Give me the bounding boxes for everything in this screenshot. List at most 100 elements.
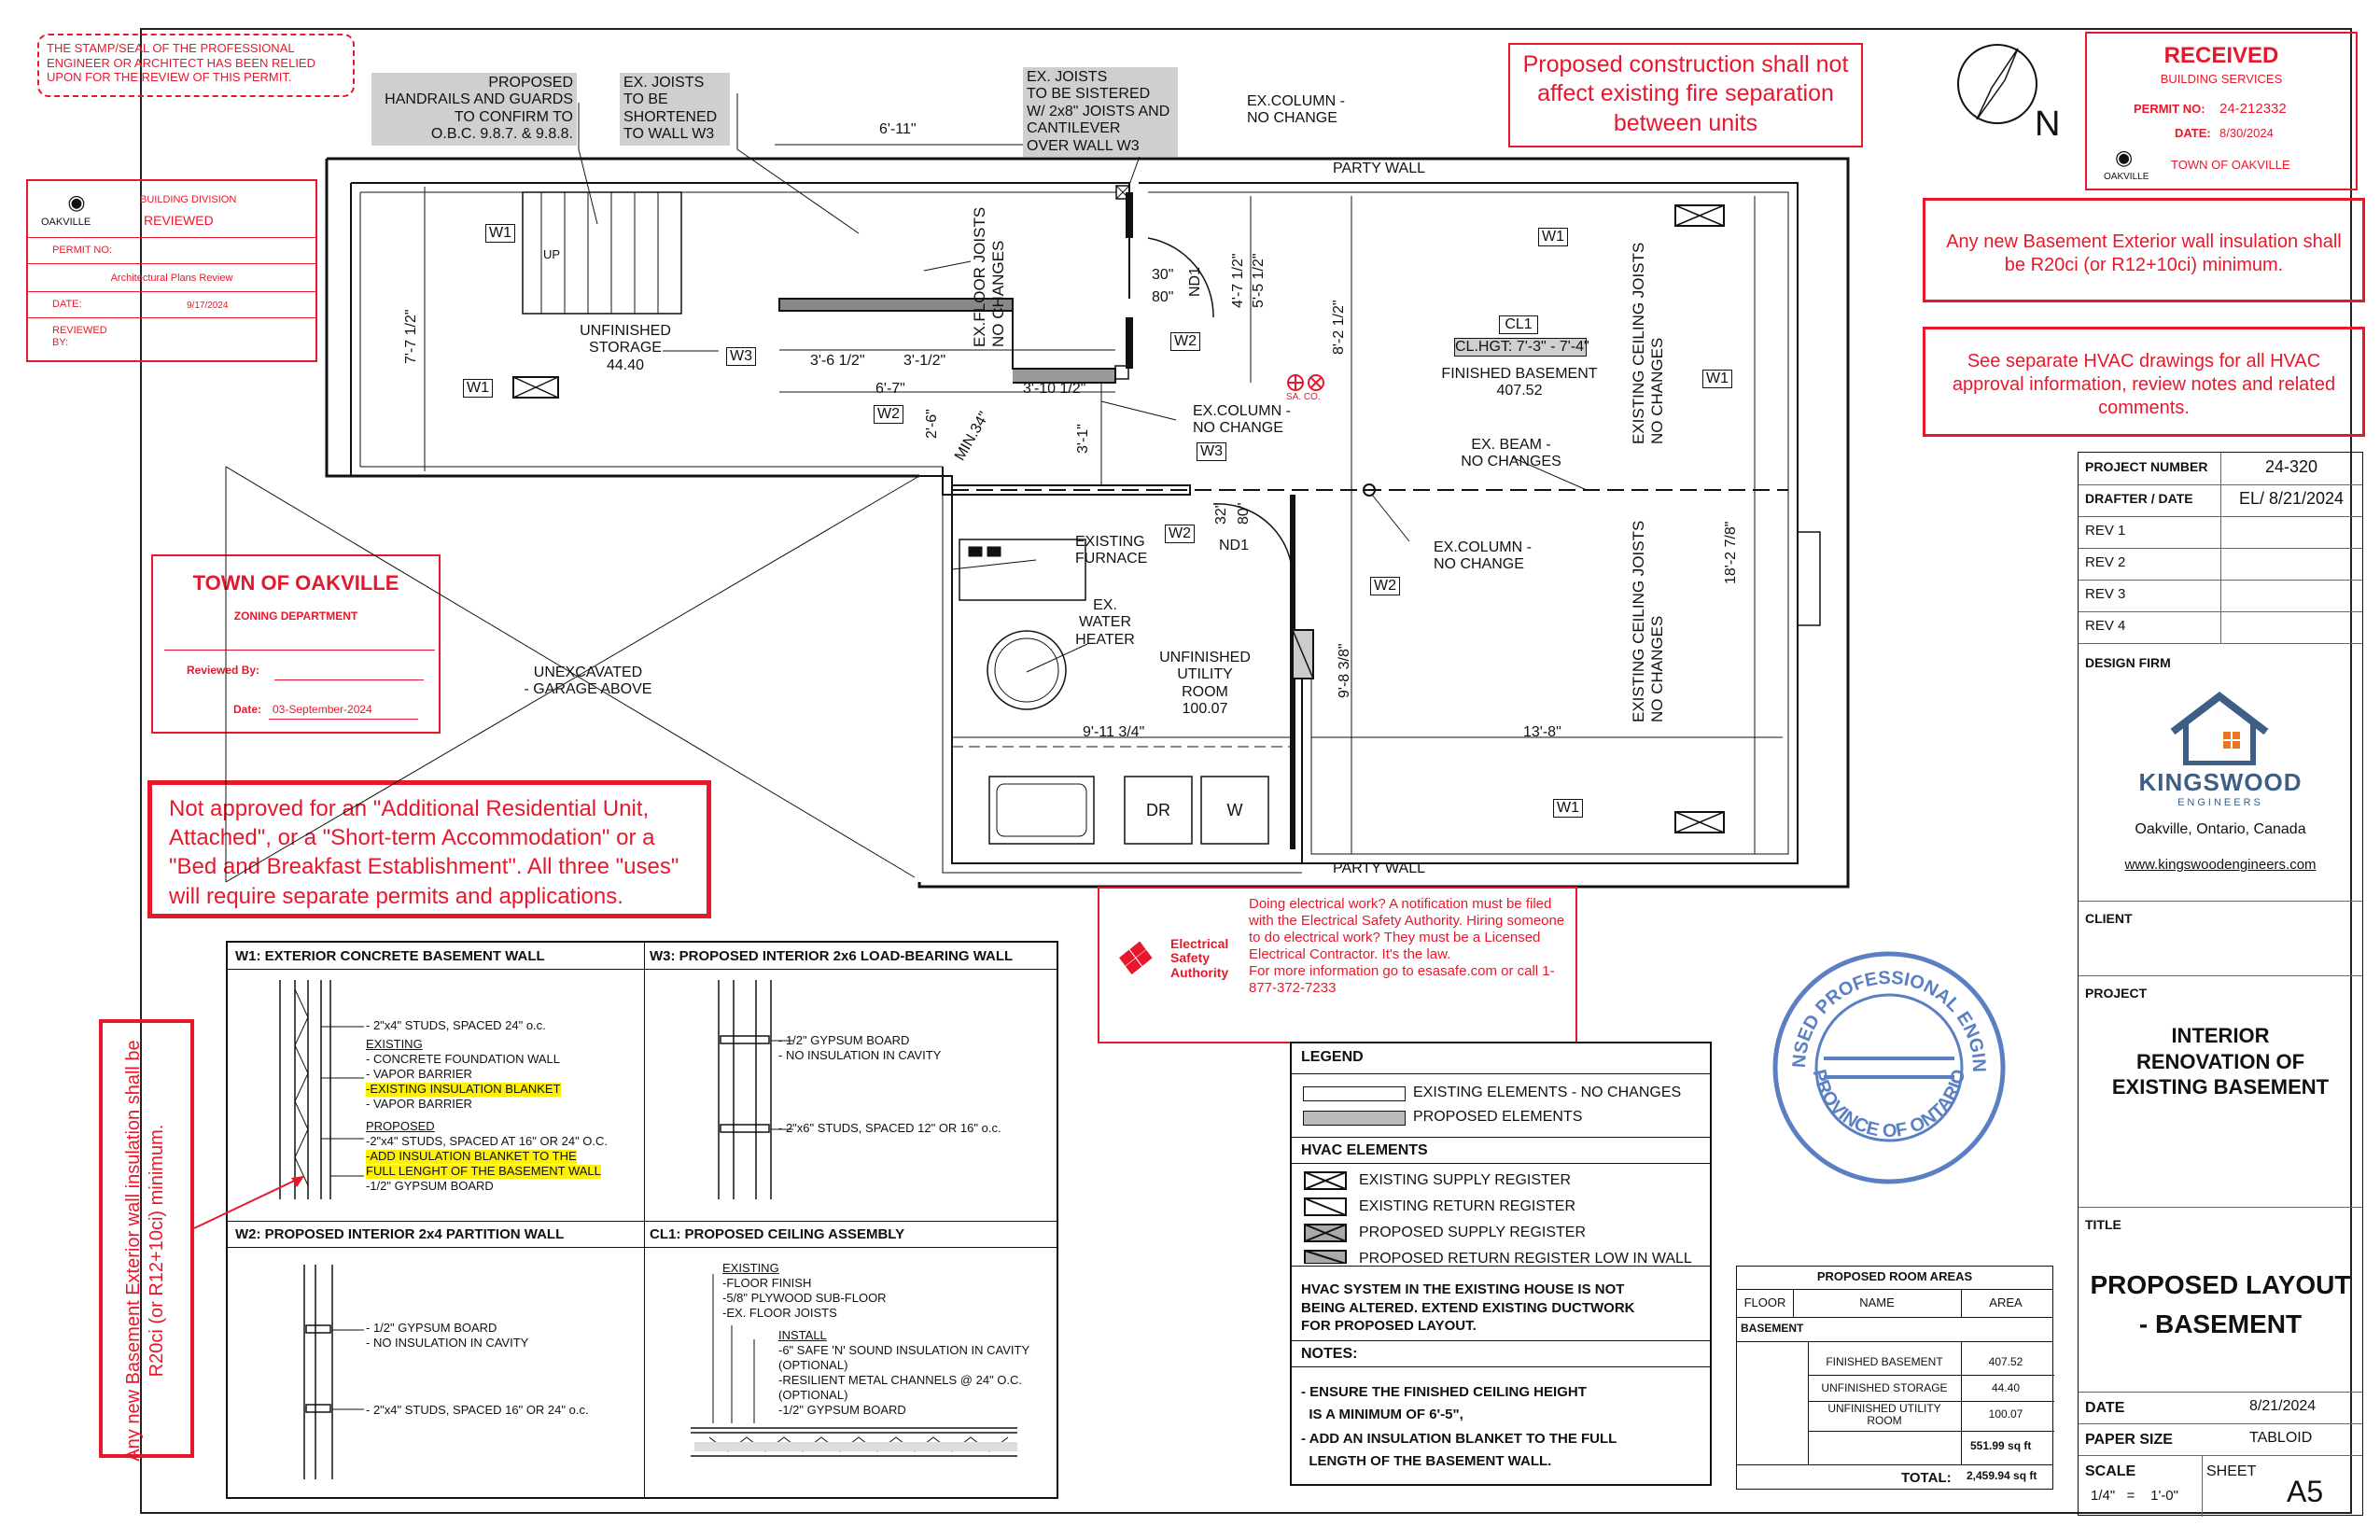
division-date-label: DATE: bbox=[52, 299, 82, 310]
zoning-stamp: TOWN OF OAKVILLE ZONING DEPARTMENT Revie… bbox=[151, 554, 441, 734]
zoning-date: 03-September-2024 bbox=[273, 703, 372, 716]
nd1-bottom: ND1 bbox=[1219, 538, 1250, 553]
dim-9-11: 9'-11 3/4" bbox=[1083, 724, 1145, 740]
received-logo-text: OAKVILLE bbox=[2104, 172, 2149, 182]
water-heater-label: EX. WATER HEATER bbox=[1075, 597, 1135, 648]
north-label: N bbox=[2035, 105, 2061, 144]
svg-text:LICENSED PROFESSIONAL ENGINEER: LICENSED PROFESSIONAL ENGINEER bbox=[1770, 948, 1989, 1072]
legend: LEGEND EXISTING ELEMENTS - NO CHANGES PR… bbox=[1290, 1042, 1712, 1486]
hvac-note: HVAC SYSTEM IN THE EXISTING HOUSE IS NOT… bbox=[1301, 1281, 1635, 1334]
kingswood-logo-icon bbox=[2170, 691, 2269, 765]
w3-title: W3: PROPOSED INTERIOR 2x6 LOAD-BEARING W… bbox=[650, 948, 1014, 964]
permit-label: PERMIT NO: bbox=[52, 245, 112, 256]
dim-6-11: 6'-11" bbox=[879, 121, 917, 137]
w2-line-1: - 1/2" GYPSUM BOARD bbox=[366, 1321, 497, 1335]
area-row-name: FINISHED BASEMENT bbox=[1826, 1355, 1943, 1368]
area-row-value: 407.52 bbox=[1988, 1355, 2023, 1368]
area-row-name: UNFINISHED UTILITY ROOM bbox=[1827, 1402, 1941, 1428]
washer-label: W bbox=[1226, 801, 1243, 819]
w1-existing: EXISTING bbox=[366, 1037, 423, 1051]
w1-proposed: PROPOSED bbox=[366, 1119, 435, 1133]
w1-existing-4: - VAPOR BARRIER bbox=[366, 1097, 472, 1111]
unexcavated-label: UNEXCAVATED - GARAGE ABOVE bbox=[524, 665, 652, 698]
wall-tag-w1: W1 bbox=[1553, 799, 1583, 819]
dryer-label: DR bbox=[1146, 801, 1170, 819]
cl1-existing-3: -EX. FLOOR JOISTS bbox=[722, 1306, 837, 1320]
sheet-label: SHEET bbox=[2206, 1463, 2257, 1479]
wall-tag-w2: W2 bbox=[1170, 332, 1200, 352]
rev-2: REV 2 bbox=[2085, 554, 2126, 570]
door-30: 30" bbox=[1152, 267, 1174, 283]
project-label: PROJECT bbox=[2085, 986, 2148, 1001]
received-title: RECEIVED bbox=[2163, 43, 2279, 68]
party-wall-bottom: PARTY WALL bbox=[1333, 861, 1425, 876]
stair-up: UP bbox=[543, 247, 561, 261]
scale-value: 1/4" = 1'-0" bbox=[2091, 1488, 2178, 1504]
title-block bbox=[2078, 452, 2363, 1517]
existing-swatch bbox=[1303, 1086, 1406, 1101]
project-name: INTERIOR RENOVATION OF EXISTING BASEMENT bbox=[2111, 1024, 2330, 1099]
zoning-reviewed-label: Reviewed By: bbox=[187, 664, 260, 677]
w1-studs: - 2"x4" STUDS, SPACED 24" o.c. bbox=[366, 1018, 546, 1032]
legend-existing: EXISTING ELEMENTS - NO CHANGES bbox=[1413, 1085, 1682, 1100]
w3-line-2: - NO INSULATION IN CAVITY bbox=[778, 1048, 942, 1062]
w1-existing-3: -EXISTING INSULATION BLANKET bbox=[366, 1082, 561, 1097]
dim-13-8: 13'-8" bbox=[1523, 724, 1561, 740]
engineer-seal: LICENSED PROFESSIONAL ENGINEER PROVINCE … bbox=[1770, 948, 2006, 1184]
received-permit-label: PERMIT NO: bbox=[2134, 102, 2205, 116]
ex-column-right: EX.COLUMN - NO CHANGE bbox=[1434, 539, 1532, 573]
utility-room-label: UNFINISHED UTILITY ROOM 100.07 bbox=[1159, 650, 1251, 718]
w1-proposed-4: -1/2" GYPSUM BOARD bbox=[366, 1179, 494, 1193]
areas-subtotal: 551.99 sq ft bbox=[1970, 1439, 2032, 1452]
joists-sistered-note: EX. JOISTS TO BE SISTERED W/ 2x8" JOISTS… bbox=[1023, 67, 1178, 157]
details-frame bbox=[226, 941, 1058, 1499]
existing-furnace-label: EXISTING FURNACE bbox=[1075, 534, 1148, 567]
hvac-symbols bbox=[1304, 1171, 1347, 1264]
w1-proposed-1: -2"x4" STUDS, SPACED AT 16" OR 24" O.C. bbox=[366, 1134, 609, 1148]
firm-url[interactable]: www.kingswoodengineers.com bbox=[2124, 857, 2317, 873]
reviewed-by-label: REVIEWED BY: bbox=[52, 325, 107, 348]
unfinished-storage-label: UNFINISHED STORAGE 44.40 bbox=[580, 323, 671, 373]
joists-shortened-note: EX. JOISTS TO BE SHORTENED TO WALL W3 bbox=[620, 73, 730, 146]
wall-tag-w1: W1 bbox=[1538, 228, 1568, 247]
wall-tag-w3: W3 bbox=[726, 347, 756, 367]
received-sub: BUILDING SERVICES bbox=[2160, 72, 2283, 86]
hvac-title: HVAC ELEMENTS bbox=[1301, 1142, 1428, 1158]
door-80: 80" bbox=[1152, 289, 1174, 305]
seal-top-text: LICENSED PROFESSIONAL ENGINEER bbox=[1770, 948, 1989, 1072]
notes-title: NOTES: bbox=[1301, 1346, 1358, 1362]
w3-line-3: - 2"x6" STUDS, SPACED 12" OR 16" o.c. bbox=[778, 1121, 1001, 1135]
cl1-existing-1: -FLOOR FINISH bbox=[722, 1276, 812, 1290]
received-permit: 24-212332 bbox=[2219, 101, 2287, 117]
wall-tag-w1: W1 bbox=[1702, 370, 1732, 389]
w2-line-3: - 2"x4" STUDS, SPACED 16" OR 24" o.c. bbox=[366, 1403, 589, 1417]
wall-tag-w3: W3 bbox=[1197, 442, 1226, 462]
cl1-install: INSTALL bbox=[778, 1328, 827, 1342]
ex-column-top: EX.COLUMN - NO CHANGE bbox=[1247, 93, 1345, 127]
received-stamp: RECEIVED BUILDING SERVICES PERMIT NO: 24… bbox=[2085, 32, 2358, 190]
w2-line-2: - NO INSULATION IN CAVITY bbox=[366, 1336, 529, 1350]
proposed-swatch bbox=[1303, 1111, 1406, 1126]
cl1-existing-2: -5/8" PLYWOOD SUB-FLOOR bbox=[722, 1291, 887, 1305]
logo-text: OAKVILLE bbox=[41, 217, 91, 228]
insulation-notice-vertical: Any new Basement Exterior wall insulatio… bbox=[99, 1019, 194, 1462]
rev-3: REV 3 bbox=[2085, 586, 2126, 602]
rev-1: REV 1 bbox=[2085, 523, 2126, 539]
drafter-label: DRAFTER / DATE bbox=[2085, 491, 2193, 506]
firm-location: Oakville, Ontario, Canada bbox=[2135, 821, 2306, 837]
area-row-value: 100.07 bbox=[1988, 1407, 2023, 1421]
party-wall-top: PARTY WALL bbox=[1333, 161, 1425, 176]
dim-6-7: 6'-7" bbox=[875, 381, 905, 397]
areas-title: PROPOSED ROOM AREAS bbox=[1816, 1269, 1973, 1283]
ex-column-middle: EX.COLUMN - NO CHANGE bbox=[1193, 403, 1291, 437]
received-logo: ◉ bbox=[2115, 146, 2134, 169]
esa-brand: Electrical Safety Authority bbox=[1170, 936, 1229, 980]
cl1-install-1: -6" SAFE 'N' SOUND INSULATION IN CAVITY bbox=[778, 1343, 1030, 1357]
sheet-number: A5 bbox=[2287, 1475, 2324, 1508]
handrails-note: PROPOSED HANDRAILS AND GUARDS TO CONFIRM… bbox=[371, 73, 577, 146]
cl1-existing: EXISTING bbox=[722, 1261, 779, 1275]
esa-notice: ❖ Electrical Safety Authority Doing elec… bbox=[1098, 887, 1577, 1043]
hvac-3: PROPOSED SUPPLY REGISTER bbox=[1359, 1225, 1587, 1240]
dim-3-10-half: 3'-10 1/2" bbox=[1023, 381, 1086, 397]
